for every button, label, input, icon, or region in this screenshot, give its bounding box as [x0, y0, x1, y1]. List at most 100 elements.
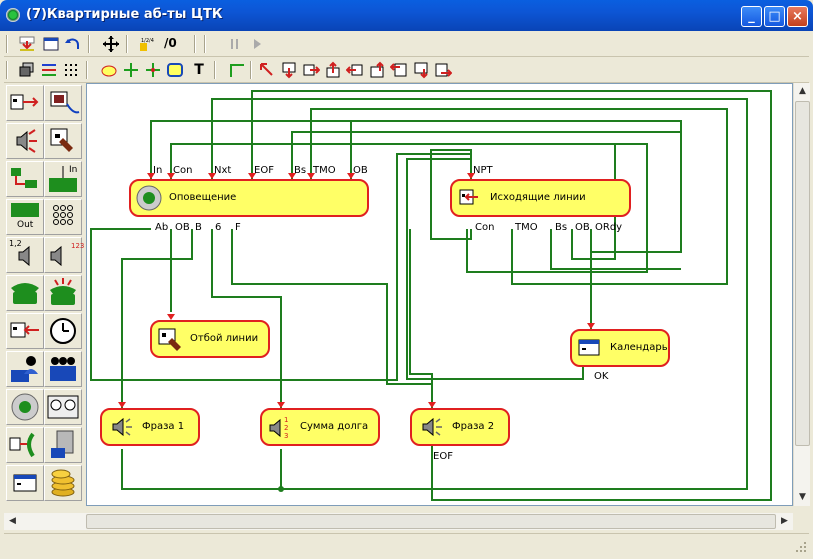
board-out-icon	[11, 203, 39, 217]
scroll-right-icon[interactable]: ▶	[781, 516, 788, 526]
palette-line-back[interactable]	[6, 313, 44, 349]
horizontal-scroll-thumb[interactable]	[86, 514, 776, 529]
wire-arrow	[428, 402, 436, 408]
distribute-right-icon[interactable]	[434, 61, 452, 79]
port-label: Con	[475, 222, 495, 233]
distribute-up-icon[interactable]	[368, 61, 386, 79]
save-icon[interactable]	[18, 35, 36, 53]
palette-calendar[interactable]	[6, 465, 44, 501]
grid-icon[interactable]	[62, 61, 80, 79]
palette-coins[interactable]	[44, 465, 82, 501]
scroll-left-icon[interactable]: ◀	[9, 516, 16, 526]
palette-hangup[interactable]	[44, 123, 82, 159]
plus-green-icon[interactable]	[122, 61, 140, 79]
palette-board-in[interactable]: In	[44, 161, 82, 197]
palette-disk[interactable]	[6, 389, 44, 425]
palette-group[interactable]	[44, 351, 82, 387]
move-icon[interactable]	[102, 35, 120, 53]
palette-phone[interactable]	[6, 275, 44, 311]
keypad-icon	[53, 205, 73, 225]
text-tool[interactable]: T	[194, 62, 204, 78]
line-out-icon	[459, 189, 478, 205]
palette-speaker-alert[interactable]	[6, 123, 44, 159]
horizontal-scrollbar[interactable]: ◀ ▶	[4, 513, 793, 530]
board-in-icon	[49, 166, 77, 192]
plus-red-icon[interactable]	[144, 61, 162, 79]
align-right-icon[interactable]	[302, 61, 320, 79]
board-icon	[11, 168, 37, 188]
ellipse-icon[interactable]	[100, 61, 118, 79]
window-title: (7)Квартирные аб-ты ЦТК	[26, 7, 223, 22]
align-down-icon[interactable]	[280, 61, 298, 79]
toolbar-main: 1/2/4 /0	[4, 31, 809, 57]
node-icon[interactable]	[166, 61, 184, 79]
clock-icon	[50, 318, 76, 344]
pause-icon[interactable]	[226, 35, 244, 53]
node-phrase1[interactable]: Фраза 1	[100, 408, 200, 446]
node-label: Календарь	[610, 342, 668, 353]
operator-icon	[11, 356, 38, 382]
component-palette: In Out 1,2 123	[4, 83, 84, 505]
palette-tape[interactable]	[44, 389, 82, 425]
resize-grip-icon[interactable]	[795, 541, 807, 553]
monitor-icon	[50, 91, 80, 114]
port-label: TMO	[515, 222, 538, 233]
distribute-down-icon[interactable]	[412, 61, 430, 79]
corner-wire-icon[interactable]	[228, 61, 246, 79]
speaker-digits-icon: 123	[269, 416, 288, 440]
node-hangup[interactable]: Отбой линии	[150, 320, 270, 358]
wire	[280, 449, 747, 490]
node-outgoing[interactable]: Исходящие линии	[450, 179, 631, 217]
minimize-button[interactable]: _	[741, 6, 762, 27]
palette-keypad[interactable]	[44, 199, 82, 235]
layers-icon[interactable]	[18, 61, 36, 79]
play-icon[interactable]	[248, 35, 266, 53]
palette-speaker-digits[interactable]: 123	[44, 237, 84, 273]
node-phrase2[interactable]: Фраза 2	[410, 408, 510, 446]
align-topleft-icon[interactable]	[258, 61, 276, 79]
arrow-group	[118, 173, 595, 408]
wire-arrow	[467, 173, 475, 179]
palette-phone-ring[interactable]	[44, 275, 82, 311]
port-label: Ab	[155, 222, 169, 233]
hangup-icon	[50, 128, 73, 152]
undo-icon[interactable]	[64, 35, 82, 53]
diagram-canvas[interactable]: Оповещение In Con Nxt EOF Bs TMO OB Ab O…	[86, 83, 793, 506]
palette-board[interactable]	[6, 161, 44, 197]
toolbar-separator	[204, 35, 206, 53]
port-label: TMO	[313, 165, 336, 176]
palette-speaker-12[interactable]: 1,2	[6, 237, 44, 273]
palette-monitor[interactable]	[44, 85, 82, 121]
palette-board-out[interactable]: Out	[6, 199, 44, 235]
vertical-scrollbar[interactable]: ▲ ▼	[793, 83, 810, 506]
lines-icon[interactable]	[40, 61, 58, 79]
node-label: Исходящие линии	[490, 192, 586, 203]
wire	[121, 229, 193, 408]
maximize-button[interactable]: □	[764, 6, 785, 27]
align-left-icon[interactable]	[346, 61, 364, 79]
align-up-icon[interactable]	[324, 61, 342, 79]
vertical-scroll-thumb[interactable]	[795, 101, 810, 446]
scroll-up-icon[interactable]: ▲	[799, 86, 806, 96]
port-label: OB	[353, 165, 368, 176]
group-icon	[50, 357, 76, 381]
node-notify[interactable]: Оповещение	[129, 179, 369, 217]
toolbar-separator	[194, 35, 196, 53]
distribute-left-icon[interactable]	[390, 61, 408, 79]
node-calendar[interactable]: Календарь	[570, 329, 670, 367]
palette-computer[interactable]	[44, 427, 82, 463]
port-label: NPT	[473, 165, 493, 176]
palette-line-in[interactable]	[6, 85, 44, 121]
palette-operator[interactable]	[6, 351, 44, 387]
phone-ring-icon	[50, 278, 76, 305]
port-label: Bs	[294, 165, 307, 176]
palette-clock[interactable]	[44, 313, 82, 349]
palette-line-phone[interactable]	[6, 427, 44, 463]
counter-icon[interactable]: 1/2/4	[138, 35, 156, 53]
window-icon[interactable]	[42, 35, 60, 53]
close-button[interactable]: ×	[787, 6, 808, 27]
node-label: Фраза 2	[452, 421, 495, 432]
computer-icon	[51, 430, 74, 458]
scroll-down-icon[interactable]: ▼	[799, 492, 806, 502]
